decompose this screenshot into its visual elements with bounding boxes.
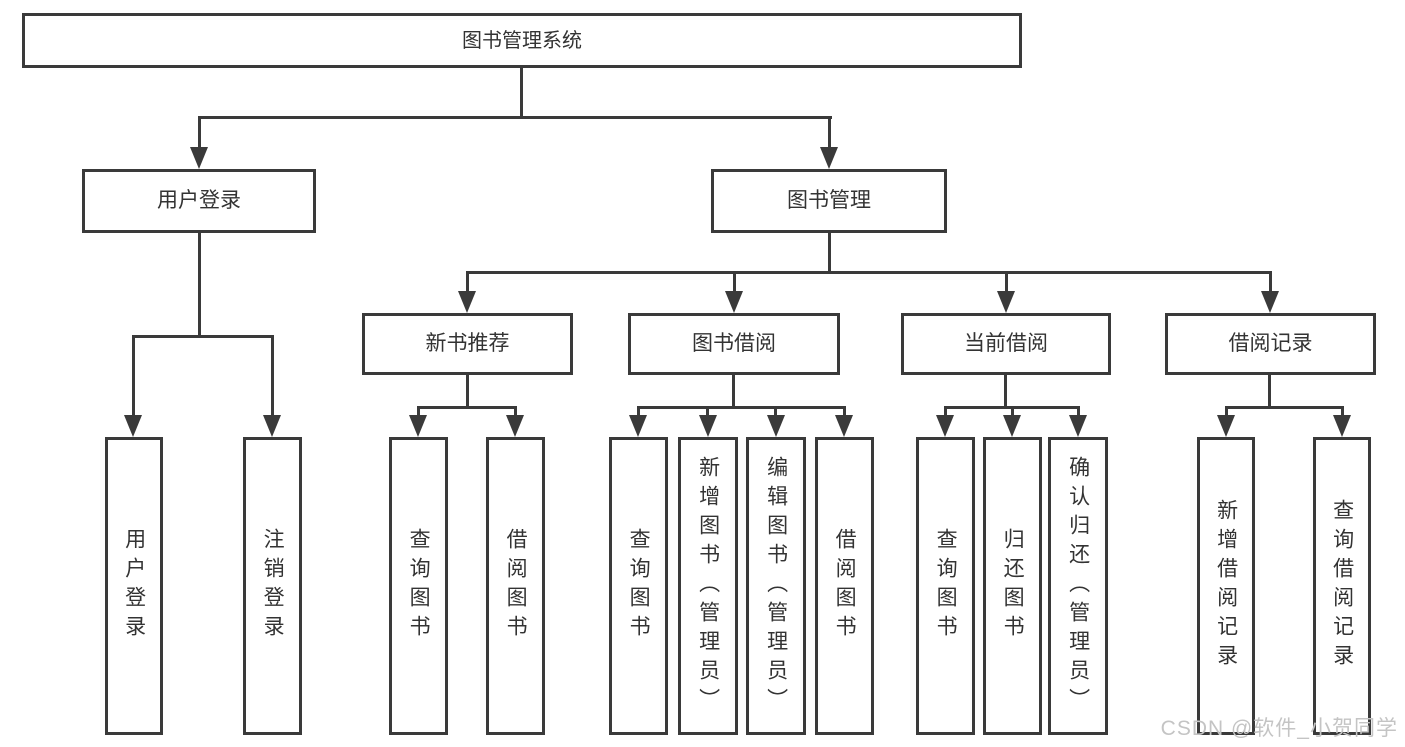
arrowhead-borrow-books-recommend <box>506 415 524 437</box>
connector-login-stem-b <box>271 335 274 417</box>
arrowhead-borrow-books-borrowing <box>835 415 853 437</box>
arrowhead-edit-book-admin <box>767 415 785 437</box>
connector-recommend-stem <box>466 375 469 409</box>
connector-current-stem-b <box>1011 406 1014 418</box>
leaf-query-books-recommend: 查询图书 <box>389 437 448 735</box>
node-new-book-recommendation: 新书推荐 <box>362 313 573 375</box>
connector-borrowing-stem-b <box>706 406 709 418</box>
connector-level1-stem-right <box>828 116 831 149</box>
connector-level3-stem-c <box>1005 271 1008 293</box>
connector-current-stem-a <box>944 406 947 418</box>
connector-level3-stem-d <box>1269 271 1272 293</box>
arrowhead-return-books <box>1003 415 1021 437</box>
connector-current-stem-c <box>1077 406 1080 418</box>
arrowhead-confirm-return-admin <box>1069 415 1087 437</box>
connector-current-stem <box>1004 375 1007 409</box>
leaf-return-books: 归还图书 <box>983 437 1042 735</box>
leaf-edit-book-admin: 编辑图书（管理员） <box>746 437 806 735</box>
arrowhead-new-book-recommendation <box>458 291 476 313</box>
node-book-management: 图书管理 <box>711 169 947 233</box>
connector-login-stem <box>198 233 201 337</box>
leaf-confirm-return-admin: 确认归还（管理员） <box>1048 437 1108 735</box>
node-borrowing-records: 借阅记录 <box>1165 313 1376 375</box>
arrowhead-book-management <box>820 147 838 169</box>
connector-level3-stem-a <box>466 271 469 293</box>
csdn-watermark: CSDN @软件_小贺同学 <box>1160 717 1398 740</box>
arrowhead-query-books-current <box>936 415 954 437</box>
node-root: 图书管理系统 <box>22 13 1022 68</box>
connector-recommend-stem-b <box>514 406 517 418</box>
connector-root-stem <box>520 68 523 118</box>
connector-level3-stem-b <box>733 271 736 293</box>
connector-level3-hline <box>466 271 1272 274</box>
connector-recommend-hline <box>417 406 517 409</box>
connector-records-stem <box>1268 375 1271 409</box>
connector-mgmt-stem <box>828 233 831 274</box>
connector-borrowing-stem-d <box>843 406 846 418</box>
arrowhead-add-borrow-record <box>1217 415 1235 437</box>
leaf-logout: 注销登录 <box>243 437 302 735</box>
connector-records-hline <box>1225 406 1344 409</box>
connector-borrowing-hline <box>637 406 846 409</box>
arrowhead-query-books-borrowing <box>629 415 647 437</box>
leaf-query-borrow-record: 查询借阅记录 <box>1313 437 1371 735</box>
node-book-borrowing: 图书借阅 <box>628 313 840 375</box>
node-user-login: 用户登录 <box>82 169 316 233</box>
arrowhead-user-login <box>190 147 208 169</box>
connector-borrowing-stem <box>732 375 735 409</box>
leaf-add-book-admin: 新增图书（管理员） <box>678 437 738 735</box>
connector-borrowing-stem-a <box>637 406 640 418</box>
connector-level1-stem-left <box>198 116 201 149</box>
connector-records-stem-a <box>1225 406 1228 418</box>
arrowhead-add-book-admin <box>699 415 717 437</box>
arrowhead-book-borrowing <box>725 291 743 313</box>
leaf-borrow-books-recommend: 借阅图书 <box>486 437 545 735</box>
connector-recommend-stem-a <box>417 406 420 418</box>
leaf-borrow-books-borrowing: 借阅图书 <box>815 437 874 735</box>
connector-login-stem-a <box>132 335 135 417</box>
arrowhead-query-borrow-record <box>1333 415 1351 437</box>
arrowhead-current-borrowing <box>997 291 1015 313</box>
arrowhead-borrowing-records <box>1261 291 1279 313</box>
connector-level1-hline <box>198 116 832 119</box>
leaf-user-login: 用户登录 <box>105 437 163 735</box>
connector-borrowing-stem-c <box>774 406 777 418</box>
leaf-add-borrow-record: 新增借阅记录 <box>1197 437 1255 735</box>
leaf-query-books-borrowing: 查询图书 <box>609 437 668 735</box>
connector-login-hline <box>132 335 274 338</box>
arrowhead-query-books-recommend <box>409 415 427 437</box>
arrowhead-leaf-logout <box>263 415 281 437</box>
arrowhead-leaf-user-login <box>124 415 142 437</box>
node-current-borrowing: 当前借阅 <box>901 313 1111 375</box>
connector-records-stem-b <box>1341 406 1344 418</box>
leaf-query-books-current: 查询图书 <box>916 437 975 735</box>
